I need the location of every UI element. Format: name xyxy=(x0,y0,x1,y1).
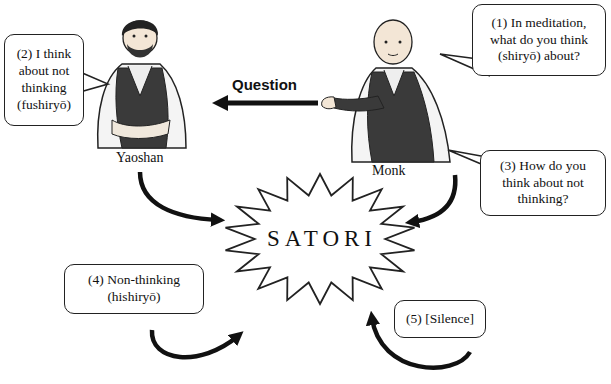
figure-label: Yaoshan xyxy=(116,150,164,166)
question-arrow xyxy=(220,101,318,106)
satori-text: SATORI xyxy=(267,226,377,252)
curved-arrow xyxy=(412,175,455,222)
speech-bubble: (5) [Silence] xyxy=(394,300,486,338)
arrow-label: Question xyxy=(232,76,297,93)
bubble-text: (4) Non-thinking (hishiryō) xyxy=(72,272,196,306)
speech-bubble: (2) I think about not thinking (fushiryō… xyxy=(4,34,84,126)
monk-figure xyxy=(322,20,450,162)
curved-arrow xyxy=(140,172,218,220)
satori-burst: SATORI xyxy=(222,172,418,306)
yaoshan-figure xyxy=(98,20,186,148)
bubble-text: (3) How do you think about not thinking? xyxy=(488,158,598,209)
bubble-text: (1) In meditation, what do you think (sh… xyxy=(480,15,598,66)
curved-arrow xyxy=(152,330,238,357)
bubble-text: (5) [Silence] xyxy=(402,311,478,328)
bubble-text: (2) I think about not thinking (fushiryō… xyxy=(12,46,76,114)
speech-bubble: (1) In meditation, what do you think (sh… xyxy=(472,4,606,76)
speech-bubble: (3) How do you think about not thinking? xyxy=(480,150,606,216)
bubble-tail xyxy=(80,72,108,92)
speech-bubble: (4) Non-thinking (hishiryō) xyxy=(64,264,204,314)
figure-label: Monk xyxy=(372,163,405,179)
